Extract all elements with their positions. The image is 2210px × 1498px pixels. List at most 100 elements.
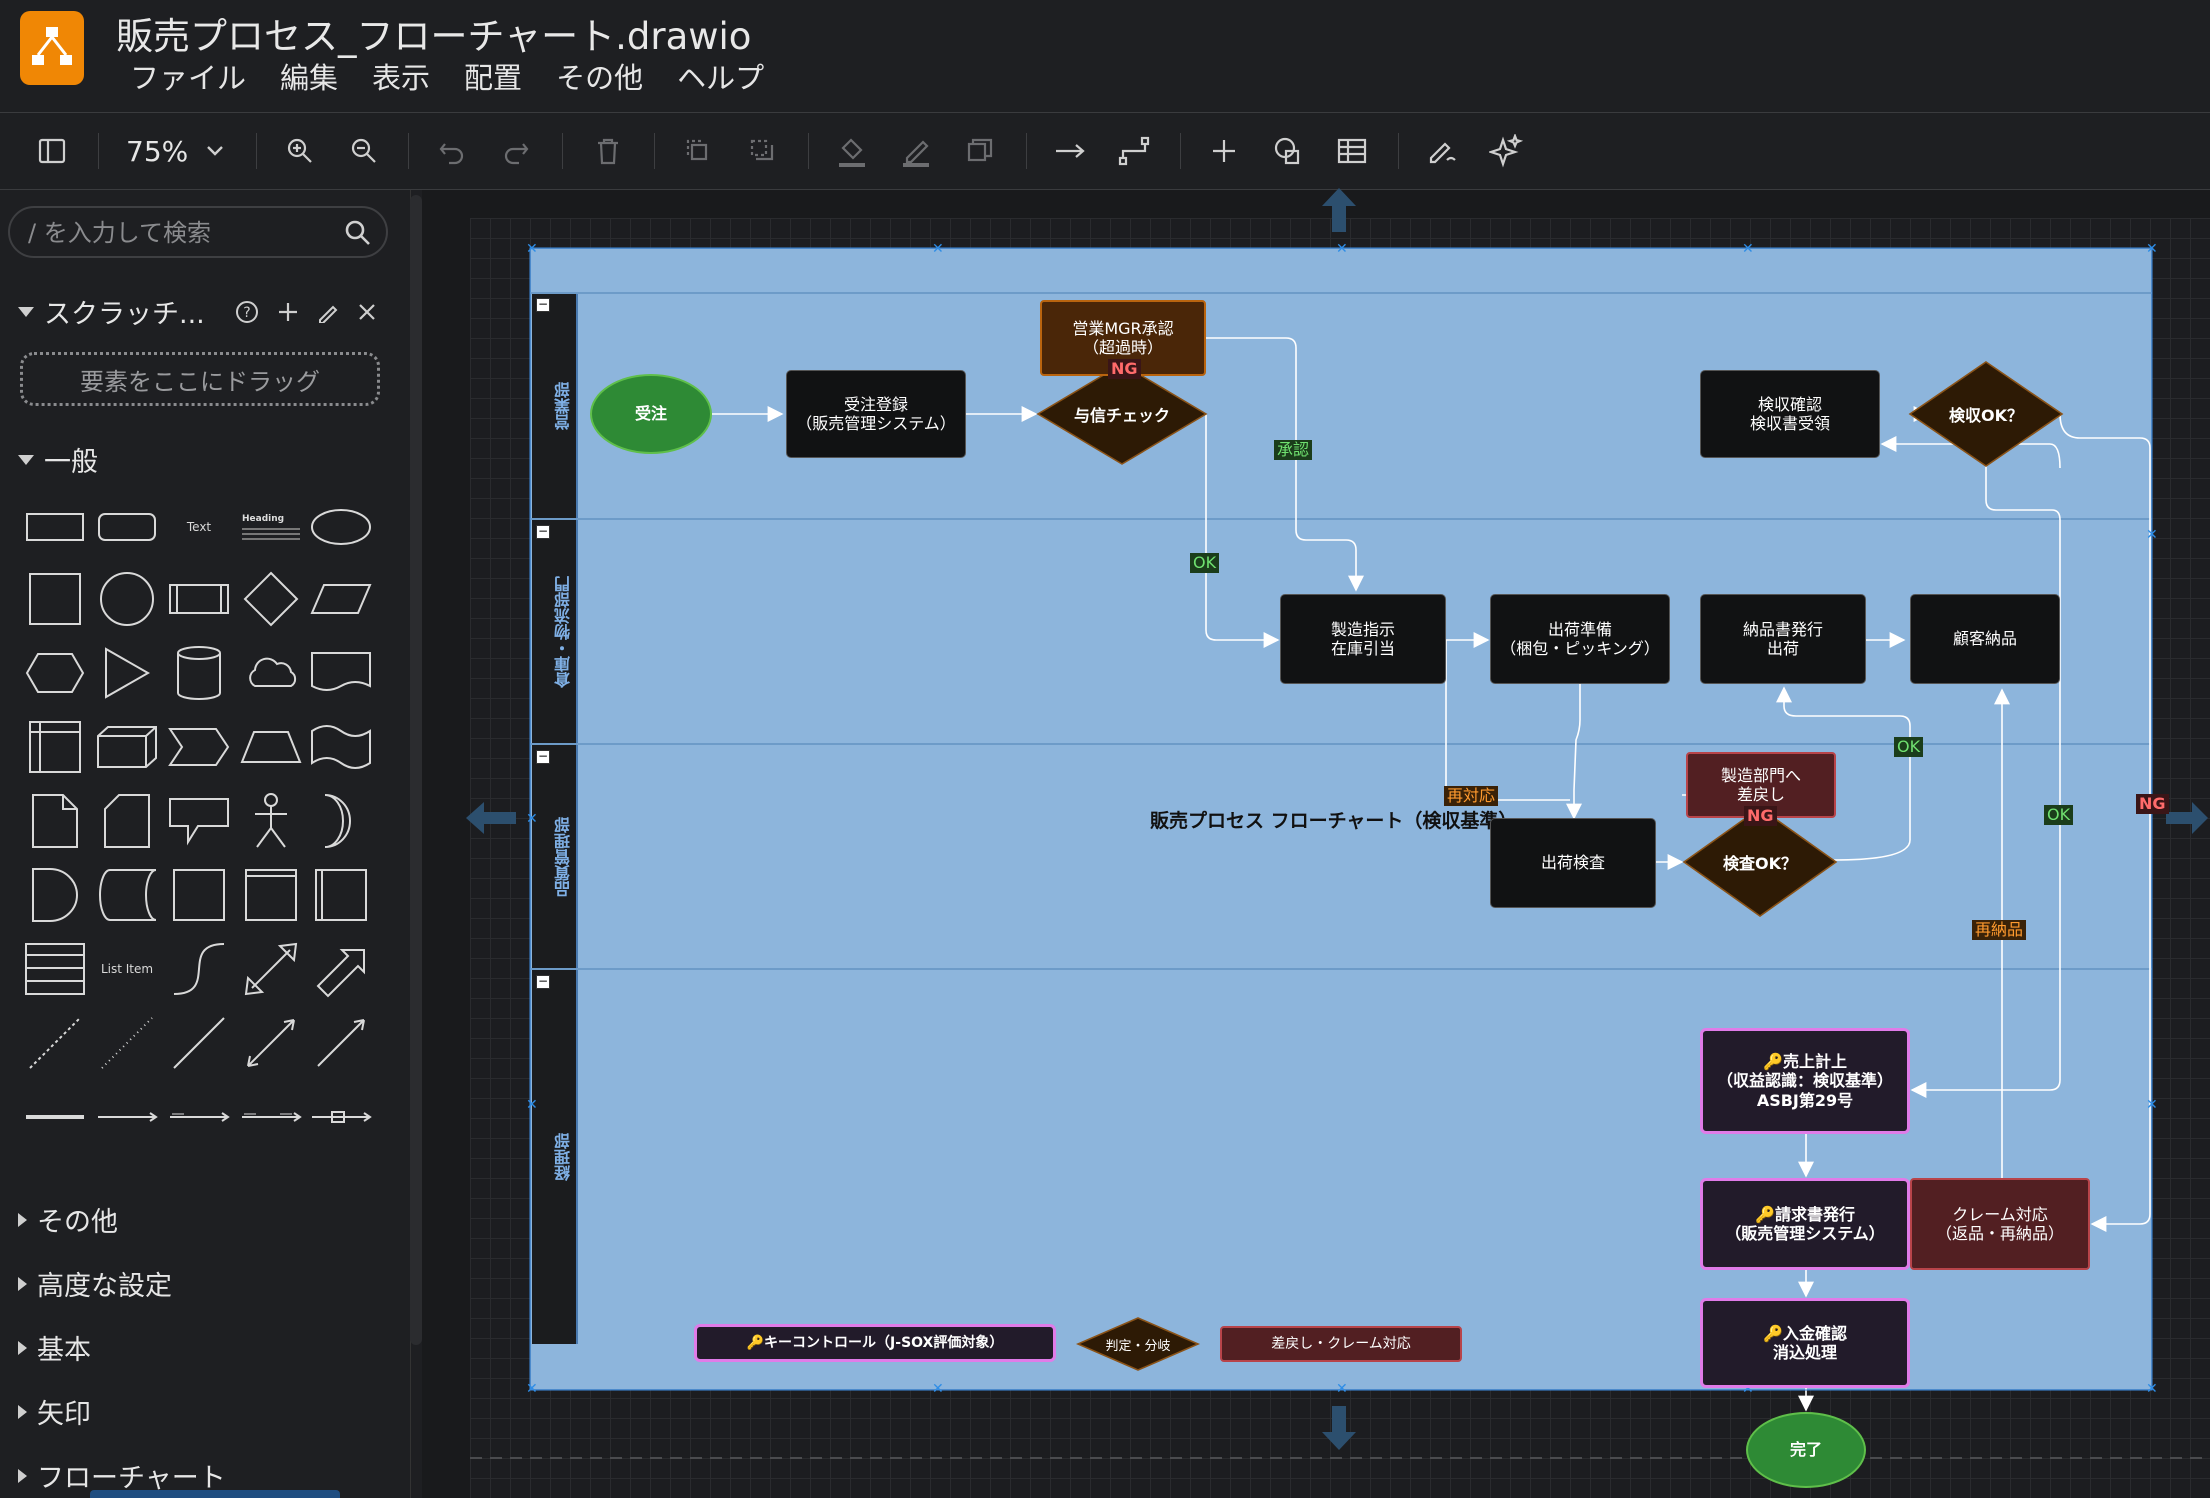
node-acceptance-confirm[interactable]: 検収確認 検収書受領 (1700, 370, 1880, 458)
resize-handle[interactable]: ✕ (526, 811, 538, 827)
node-return-to-mfg[interactable]: 製造部門へ 差戻し (1686, 752, 1836, 818)
more-shapes-button[interactable] (90, 1490, 340, 1498)
shape-diamond[interactable] (238, 568, 304, 630)
table-button[interactable] (1332, 131, 1372, 171)
legend-decision[interactable]: 判定・分岐 (1105, 1338, 1171, 1354)
resize-handle[interactable]: ✕ (1742, 1381, 1754, 1397)
node-end[interactable]: 完了 (1746, 1412, 1866, 1488)
shape-triangle[interactable] (94, 642, 160, 704)
arrow-right-icon[interactable] (2166, 800, 2210, 836)
shape-data-storage[interactable] (94, 864, 160, 926)
scratchpad-header[interactable]: スクラッチ... ? (18, 292, 388, 331)
shape-connector-3-labels[interactable] (238, 1086, 304, 1148)
shape-dotted-line[interactable] (94, 1012, 160, 1074)
menu-edit[interactable]: 編集 (280, 61, 339, 95)
shape-hexagon[interactable] (22, 642, 88, 704)
generate-button[interactable] (1486, 131, 1526, 171)
edge-label-ng-credit[interactable]: NG (1108, 359, 1141, 379)
lane-quality[interactable] (530, 743, 2152, 969)
shape-line[interactable] (166, 1012, 232, 1074)
zoom-select[interactable]: 75% (126, 129, 224, 173)
shape-internal-storage[interactable] (22, 716, 88, 778)
shape-arrow[interactable] (308, 938, 374, 1000)
shape-square[interactable] (22, 568, 88, 630)
node-start[interactable]: 受注 (590, 374, 712, 454)
help-icon[interactable]: ? (235, 300, 259, 324)
lane-header-sales[interactable]: 営業部 (532, 294, 578, 518)
menu-arrange[interactable]: 配置 (464, 61, 523, 95)
shape-vertical-container[interactable] (308, 864, 374, 926)
shape-step[interactable] (166, 716, 232, 778)
plus-icon[interactable] (277, 301, 299, 323)
diagram-title[interactable]: 販売プロセス フローチャート（検収基準） (1150, 810, 1518, 832)
shape-note[interactable] (22, 790, 88, 852)
panel-flowchart-header[interactable]: フローチャート (18, 1456, 226, 1495)
undo-button[interactable] (432, 131, 472, 171)
legend-key-control[interactable]: 🔑キーコントロール（J-SOX評価対象） (694, 1324, 1056, 1362)
shape-document[interactable] (308, 642, 374, 704)
edge-label-ok-inspection[interactable]: OK (1894, 737, 1924, 757)
waypoints-button[interactable] (1114, 131, 1154, 171)
shape-window[interactable] (238, 864, 304, 926)
shape-container[interactable] (166, 864, 232, 926)
shape-tape[interactable] (308, 716, 374, 778)
shape-callout[interactable] (166, 790, 232, 852)
shape-or[interactable] (308, 790, 374, 852)
resize-handle[interactable]: ✕ (1742, 241, 1754, 257)
shape-bidirectional-connector[interactable] (238, 1012, 304, 1074)
line-color-button[interactable] (896, 131, 936, 171)
fill-color-button[interactable] (832, 131, 872, 171)
edit-icon[interactable] (317, 301, 339, 323)
node-delivery-note[interactable]: 納品書発行 出荷 (1700, 594, 1866, 684)
shape-trapezoid[interactable] (238, 716, 304, 778)
resize-handle[interactable]: ✕ (1336, 241, 1348, 257)
resize-handle[interactable]: ✕ (526, 1381, 538, 1397)
shape-cloud[interactable] (238, 642, 304, 704)
legend-return-claim[interactable]: 差戻し・クレーム対応 (1220, 1326, 1462, 1362)
connection-style-button[interactable] (1050, 131, 1090, 171)
collapse-toggle-warehouse[interactable]: − (536, 524, 550, 539)
node-invoice[interactable]: 🔑請求書発行 （販売管理システム） (1700, 1178, 1910, 1270)
panel-arrows-header[interactable]: 矢印 (18, 1392, 91, 1431)
resize-handle[interactable]: ✕ (526, 241, 538, 257)
general-panel-header[interactable]: 一般 (18, 440, 98, 479)
to-front-button[interactable] (678, 131, 718, 171)
edge-label-approved[interactable]: 承認 (1274, 440, 1313, 460)
shape-list[interactable] (22, 938, 88, 1000)
resize-handle[interactable]: ✕ (2146, 1381, 2158, 1397)
shape-link[interactable] (22, 1086, 88, 1148)
node-order-entry[interactable]: 受注登録 （販売管理システム） (786, 370, 966, 458)
node-payment-confirm[interactable]: 🔑入金確認 消込処理 (1700, 1298, 1910, 1388)
resize-handle[interactable]: ✕ (932, 1381, 944, 1397)
menu-file[interactable]: ファイル (130, 61, 247, 95)
node-inspection-ok[interactable]: 検査OK？ (1722, 854, 1797, 873)
lane-header-quality[interactable]: 品質管理部 (532, 745, 578, 968)
shape-bidirectional-arrow[interactable] (238, 938, 304, 1000)
zoom-out-button[interactable] (344, 131, 384, 171)
resize-handle[interactable]: ✕ (1336, 1381, 1348, 1397)
shadow-button[interactable] (960, 131, 1000, 171)
shape-curve[interactable] (166, 938, 232, 1000)
search-input[interactable] (26, 216, 330, 250)
shape-circle[interactable] (94, 568, 160, 630)
shape-text[interactable]: Text (186, 520, 212, 534)
shape-directional-connector[interactable] (308, 1012, 374, 1074)
toggle-sidebar-button[interactable] (32, 131, 72, 171)
shape-process[interactable] (166, 568, 232, 630)
lane-header-accounting[interactable]: 経理部 (532, 970, 578, 1344)
shapes-button[interactable] (1268, 131, 1308, 171)
lane-accounting[interactable] (530, 968, 2152, 1390)
shape-list-item[interactable]: List Item (100, 962, 154, 976)
node-ship-prep[interactable]: 出荷準備 （梱包・ピッキング） (1490, 594, 1670, 684)
panel-misc-header[interactable]: その他 (18, 1200, 118, 1239)
resize-handle[interactable]: ✕ (526, 1097, 538, 1113)
shape-heading[interactable]: Heading (238, 496, 304, 558)
edge-label-ok-acceptance[interactable]: OK (2044, 805, 2074, 825)
node-credit-check[interactable]: 与信チェック (1073, 406, 1170, 425)
arrow-left-icon[interactable] (464, 800, 518, 836)
to-back-button[interactable] (742, 131, 782, 171)
shape-rectangle[interactable] (22, 496, 88, 558)
node-inspection[interactable]: 出荷検査 (1490, 818, 1656, 908)
arrow-down-icon[interactable] (1320, 1404, 1358, 1452)
resize-handle[interactable]: ✕ (932, 241, 944, 257)
